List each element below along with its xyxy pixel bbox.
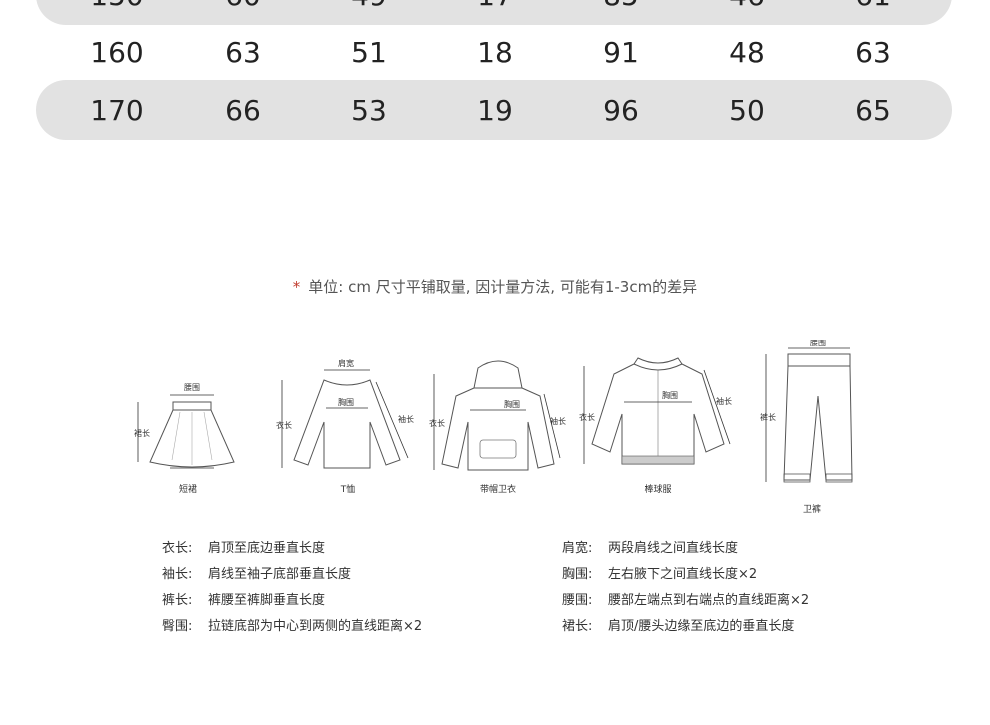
tshirt-diagram: 肩宽 衣长 胸围 袖长 T恤 <box>268 340 428 495</box>
pants-waist-label: 腰围 <box>810 340 826 347</box>
skirt-waist-label: 腰围 <box>184 383 200 392</box>
definition-desc: 腰部左端点到右端点的直线距离×2 <box>608 593 810 608</box>
definition-item: 肩宽: 两段肩线之间直线长度 <box>562 536 809 562</box>
definition-term: 裤长: <box>162 593 193 608</box>
skirt-length-label: 裙长 <box>134 428 150 438</box>
table-cell: 63 <box>855 35 891 69</box>
definition-item: 腰围: 腰部左端点到右端点的直线距离×2 <box>562 588 809 614</box>
table-cell: 63 <box>225 35 261 69</box>
definition-term: 腰围: <box>562 593 593 608</box>
pants-length-label: 裤长 <box>760 412 776 422</box>
definition-term: 胸围: <box>562 567 593 582</box>
table-cell: 49 <box>306 0 432 12</box>
table-cell: 170 <box>90 93 144 127</box>
table-cell: 17 <box>432 0 558 12</box>
table-row: 170 66 53 19 96 50 65 <box>36 80 952 140</box>
table-cell: 65 <box>855 93 891 127</box>
tshirt-icon: 肩宽 衣长 胸围 袖长 <box>276 358 414 469</box>
sweatpants-caption: 卫裤 <box>802 505 821 515</box>
table-cell: 46 <box>684 0 810 12</box>
table-cell: 18 <box>477 35 513 69</box>
definition-item: 袖长: 肩线至袖子底部垂直长度 <box>162 562 422 588</box>
tshirt-caption: T恤 <box>340 485 356 495</box>
jacket-sleeve-label: 袖长 <box>716 396 732 406</box>
baseball-jacket-diagram: 衣长 胸围 袖长 棒球服 <box>578 340 738 495</box>
jacket-length-label: 衣长 <box>579 412 595 422</box>
table-cell: 150 <box>54 0 180 12</box>
tshirt-chest-label: 胸围 <box>338 397 354 407</box>
definition-item: 衣长: 肩顶至底边垂直长度 <box>162 536 422 562</box>
definition-desc: 两段肩线之间直线长度 <box>608 541 739 556</box>
unit-note: * 单位: cm 尺寸平铺取量, 因计量方法, 可能有1-3cm的差异 <box>0 276 990 297</box>
table-cell: 51 <box>351 35 387 69</box>
hoodie-length-label: 衣长 <box>429 418 445 428</box>
definition-term: 袖长: <box>162 567 193 582</box>
hoodie-sleeve-label: 袖长 <box>550 416 566 426</box>
definition-desc: 肩线至袖子底部垂直长度 <box>208 567 352 582</box>
table-row: 160 63 51 18 91 48 63 <box>36 22 952 82</box>
hoodie-chest-label: 胸围 <box>504 399 520 409</box>
skirt-caption: 短裙 <box>178 485 197 495</box>
definition-item: 胸围: 左右腋下之间直线长度×2 <box>562 562 809 588</box>
definition-desc: 肩顶/腰头边缘至底边的垂直长度 <box>608 619 795 634</box>
hoodie-caption: 带帽卫衣 <box>479 485 516 495</box>
table-cell: 60 <box>180 0 306 12</box>
definition-desc: 肩顶至底边垂直长度 <box>208 541 326 556</box>
table-cell: 50 <box>729 93 765 127</box>
tshirt-shoulder-label: 肩宽 <box>338 358 354 368</box>
definitions-left: 衣长: 肩顶至底边垂直长度 袖长: 肩线至袖子底部垂直长度 裤长: 裤腰至裤脚垂直长度… <box>162 536 422 640</box>
table-cell: 96 <box>603 93 639 127</box>
definition-desc: 裤腰至裤脚垂直长度 <box>208 593 326 608</box>
asterisk-icon: * <box>292 278 301 296</box>
definition-item: 臀围: 拉链底部为中心到两侧的直线距离×2 <box>162 614 422 640</box>
definition-item: 裤长: 裤腰至裤脚垂直长度 <box>162 588 422 614</box>
table-cell: 66 <box>225 93 261 127</box>
table-cell: 48 <box>729 35 765 69</box>
definition-item: 裙长: 肩顶/腰头边缘至底边的垂直长度 <box>562 614 809 640</box>
jacket-chest-label: 胸围 <box>662 390 678 400</box>
tshirt-sleeve-label: 袖长 <box>398 414 414 424</box>
definitions-right: 肩宽: 两段肩线之间直线长度 胸围: 左右腋下之间直线长度×2 腰围: 腰部左端点到右… <box>562 536 809 640</box>
jacket-icon: 衣长 胸围 袖长 <box>579 357 732 465</box>
jacket-caption: 棒球服 <box>644 485 672 495</box>
unit-note-text: 单位: cm 尺寸平铺取量, 因计量方法, 可能有1-3cm的差异 <box>308 278 698 296</box>
hoodie-icon: 衣长 胸围 袖长 <box>429 360 566 471</box>
table-cell: 19 <box>477 93 513 127</box>
definition-desc: 拉链底部为中心到两侧的直线距离×2 <box>208 619 423 634</box>
tshirt-length-label: 衣长 <box>276 420 292 430</box>
table-cell: 85 <box>558 0 684 12</box>
skirt-diagram: 腰围 裙长 短裙 <box>128 340 248 495</box>
sweatpants-icon: 腰围 裤长 <box>760 340 853 483</box>
table-cell: 61 <box>810 0 936 12</box>
table-cell: 91 <box>603 35 639 69</box>
table-row: 150 60 49 17 85 46 61 <box>36 0 952 25</box>
definition-term: 裙长: <box>562 619 593 634</box>
definition-term: 臀围: <box>162 619 193 634</box>
hoodie-diagram: 衣长 胸围 袖长 带帽卫衣 <box>428 340 568 495</box>
definition-desc: 左右腋下之间直线长度×2 <box>608 567 758 582</box>
table-cell: 160 <box>90 35 144 69</box>
definition-term: 肩宽: <box>562 541 593 556</box>
skirt-icon: 腰围 裙长 <box>134 383 235 469</box>
table-cell: 53 <box>351 93 387 127</box>
definition-term: 衣长: <box>162 541 193 556</box>
sweatpants-diagram: 腰围 裤长 卫裤 <box>752 340 872 515</box>
